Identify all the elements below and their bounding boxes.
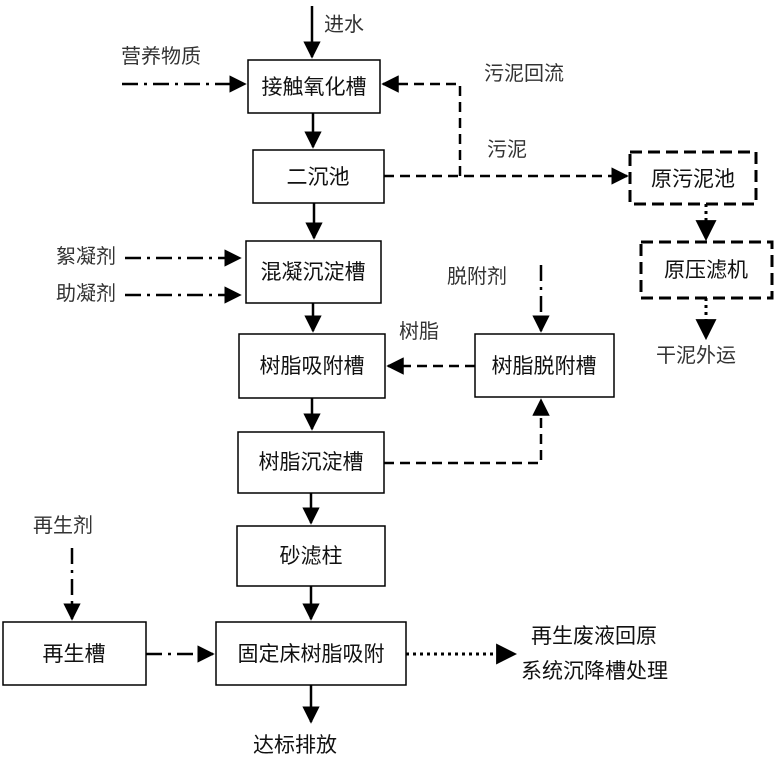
box-secondary-settling-label: 二沉池 [287, 165, 350, 189]
label-discharge: 达标排放 [253, 733, 337, 757]
label-sludge-return: 污泥回流 [484, 61, 564, 85]
main-flow-arrows [302, 6, 323, 724]
box-regeneration-tank-label: 再生槽 [43, 642, 106, 666]
label-regenerant: 再生剂 [33, 513, 93, 537]
label-flocculant: 絮凝剂 [56, 244, 116, 268]
dashed-flow-arrows [381, 75, 629, 465]
box-fixed-bed: 固定床树脂吸附 [215, 621, 407, 686]
box-resin-settling: 树脂沉淀槽 [237, 431, 385, 494]
box-fixed-bed-label: 固定床树脂吸附 [238, 642, 385, 666]
box-resin-settling-label: 树脂沉淀槽 [259, 450, 364, 474]
label-dry-sludge-out: 干泥外运 [656, 343, 736, 367]
label-sludge: 污泥 [487, 137, 527, 161]
arrow-sludge-return [381, 75, 462, 176]
label-waste-line1: 再生废液回原 [531, 624, 657, 648]
box-resin-adsorption: 树脂吸附槽 [238, 333, 386, 399]
box-sand-filter: 砂滤柱 [236, 525, 386, 587]
box-resin-adsorption-label: 树脂吸附槽 [260, 354, 365, 378]
box-coagulation-settling: 混凝沉淀槽 [245, 240, 382, 304]
label-coagulant-aid: 助凝剂 [56, 281, 116, 305]
box-contact-oxidation-label: 接触氧化槽 [262, 75, 367, 99]
label-inlet: 进水 [324, 12, 364, 36]
box-resin-desorption: 树脂脱附槽 [474, 333, 615, 398]
box-regeneration-tank: 再生槽 [2, 621, 147, 686]
label-waste-line2: 系统沉降槽处理 [521, 659, 668, 683]
box-coagulation-settling-label: 混凝沉淀槽 [261, 260, 366, 284]
box-raw-sludge-tank: 原污泥池 [628, 150, 758, 206]
box-resin-desorption-label: 树脂脱附槽 [492, 354, 597, 378]
dotted-flow-arrows [406, 204, 717, 665]
box-filter-press: 原压滤机 [639, 240, 774, 300]
box-filter-press-label: 原压滤机 [664, 258, 748, 282]
label-nutrients: 营养物质 [121, 44, 201, 68]
box-contact-oxidation: 接触氧化槽 [247, 59, 381, 114]
arrow-resin-to-desorption [384, 398, 550, 465]
label-resin: 树脂 [399, 319, 439, 343]
chemical-feed-arrows [63, 75, 550, 663]
box-raw-sludge-tank-label: 原污泥池 [651, 167, 735, 191]
label-desorbent: 脱附剂 [447, 264, 507, 288]
box-sand-filter-label: 砂滤柱 [280, 544, 343, 568]
box-secondary-settling: 二沉池 [252, 149, 385, 204]
